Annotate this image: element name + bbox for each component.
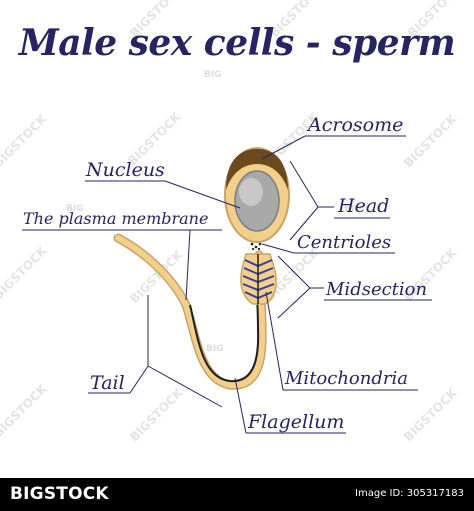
label-mitochondria: Mitochondria	[285, 368, 408, 389]
label-plasma-membrane: The plasma membrane	[23, 209, 209, 228]
label-tail: Tail	[90, 372, 125, 394]
watermark: BIG	[344, 204, 362, 214]
stock-footer: BIGSTOCK Image ID: 305317183	[0, 478, 474, 511]
acrosome-cap	[226, 149, 288, 190]
brand-logo: BIGSTOCK	[10, 484, 109, 504]
label-nucleus: Nucleus	[86, 159, 165, 181]
label-head: Head	[338, 195, 390, 217]
watermark: BIG	[66, 204, 84, 214]
tail-sheath	[115, 235, 266, 389]
diagram-title: Male sex cells - sperm	[18, 22, 456, 64]
leader-lines	[22, 135, 432, 434]
label-acrosome: Acrosome	[308, 114, 404, 136]
image-id: Image ID: 305317183	[355, 488, 464, 499]
label-centrioles: Centrioles	[297, 232, 392, 253]
label-midsection: Midsection	[326, 279, 428, 300]
label-flagellum: Flagellum	[248, 411, 345, 433]
watermark: BIG	[206, 344, 224, 354]
watermark: BIG	[204, 70, 222, 80]
nucleus-shine	[239, 178, 263, 206]
